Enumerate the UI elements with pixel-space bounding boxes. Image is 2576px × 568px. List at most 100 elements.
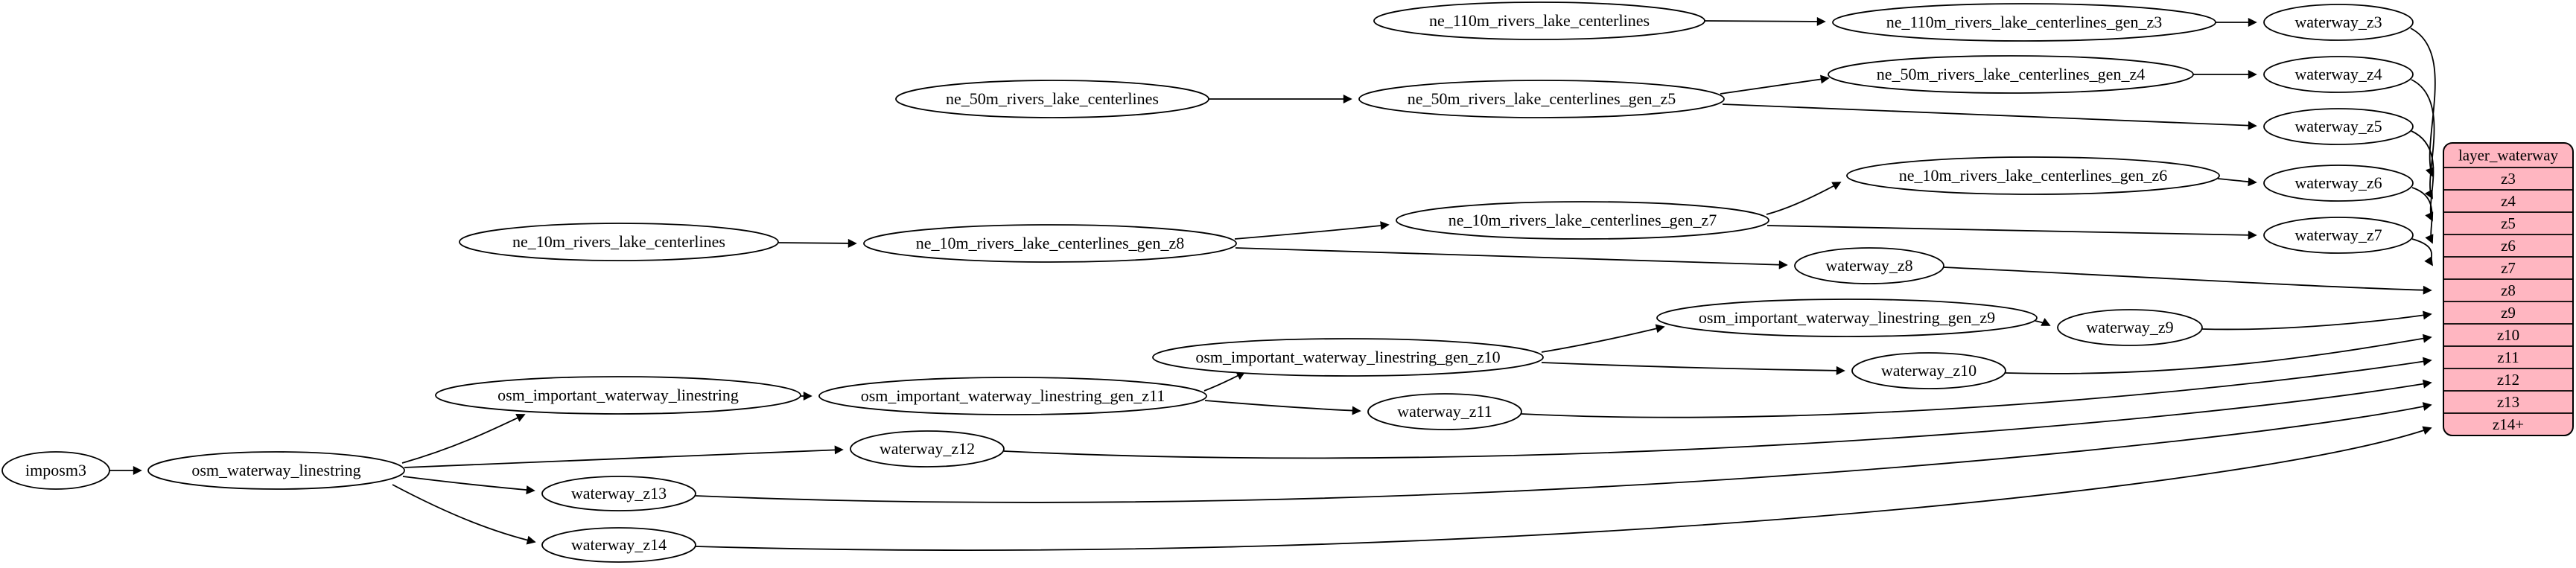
- edge-ne_10m_rivers_lake_centerlines_gen_z8--ne_10m_rivers_lake_centerlines_gen_z7: [1234, 221, 1390, 240]
- record-layer: layer_waterwayz3z4z5z6z7z8z9z10z11z12z13…: [2443, 142, 2574, 436]
- node-label: ne_10m_rivers_lake_centerlines: [512, 232, 725, 251]
- node-ne_50m_rivers_lake_centerlines_gen_z4: ne_50m_rivers_lake_centerlines_gen_z4: [1828, 55, 2194, 94]
- node-waterway_z9: waterway_z9: [2057, 309, 2203, 346]
- edge-ne_110m_rivers_lake_centerlines--ne_110m_rivers_lake_centerlines_gen_z3: [1704, 16, 1826, 26]
- record-row-z10: z10: [2497, 326, 2519, 344]
- record-row-z6: z6: [2501, 237, 2516, 255]
- edge-ne_10m_rivers_lake_centerlines_gen_z6--waterway_z6: [2217, 177, 2257, 187]
- edge-waterway_z14--layer_waterway:z14+: [695, 426, 2432, 551]
- record-row-z9: z9: [2501, 304, 2516, 322]
- node-ne_10m_rivers_lake_centerlines: ne_10m_rivers_lake_centerlines: [459, 223, 779, 261]
- node-label: ne_50m_rivers_lake_centerlines: [946, 89, 1159, 108]
- node-ellipse: [850, 430, 1005, 468]
- record-outline: [2443, 142, 2574, 436]
- node-label: osm_important_waterway_linestring_gen_z9: [1699, 308, 1995, 327]
- node-ellipse: [2263, 56, 2414, 93]
- node-waterway_z5: waterway_z5: [2263, 108, 2414, 145]
- edge-osm_important_waterway_linestring_gen_z9--waterway_z9: [2035, 318, 2051, 326]
- node-ellipse: [895, 80, 1209, 118]
- edge-waterway_z3--layer_waterway:z3: [2410, 28, 2436, 177]
- node-ellipse: [459, 223, 779, 261]
- node-ellipse: [1358, 80, 1725, 118]
- edge-ne_10m_rivers_lake_centerlines_gen_z8--waterway_z8: [1235, 247, 1788, 269]
- edge-ne_10m_rivers_lake_centerlines_gen_z7--waterway_z7: [1766, 225, 2257, 240]
- node-ne_10m_rivers_lake_centerlines_gen_z8: ne_10m_rivers_lake_centerlines_gen_z8: [863, 224, 1237, 263]
- node-ne_50m_rivers_lake_centerlines: ne_50m_rivers_lake_centerlines: [895, 80, 1209, 118]
- node-ellipse: [541, 527, 696, 563]
- node-waterway_z10: waterway_z10: [1851, 352, 2006, 389]
- edge-osm_waterway_linestring--waterway_z13: [402, 476, 535, 495]
- node-label: waterway_z5: [2294, 117, 2382, 135]
- edge-ne_50m_rivers_lake_centerlines_gen_z5--ne_50m_rivers_lake_centerlines_gen_z4: [1720, 74, 1830, 95]
- edge-waterway_z5--layer_waterway:z5: [2411, 130, 2435, 222]
- node-ellipse: [2263, 165, 2414, 202]
- node-label: waterway_z14: [571, 535, 667, 554]
- node-waterway_z8: waterway_z8: [1794, 247, 1944, 284]
- node-label: waterway_z6: [2294, 173, 2382, 192]
- node-label: osm_important_waterway_linestring: [497, 386, 739, 404]
- node-label: waterway_z13: [571, 484, 667, 502]
- edge-osm_important_waterway_linestring_gen_z11--osm_important_waterway_linestring_gen_z10: [1203, 371, 1246, 392]
- node-osm_important_waterway_linestring_gen_z10: osm_important_waterway_linestring_gen_z1…: [1152, 338, 1544, 377]
- node-label: waterway_z12: [880, 439, 975, 458]
- node-ellipse: [2263, 108, 2414, 145]
- node-ellipse: [863, 224, 1237, 263]
- node-ne_10m_rivers_lake_centerlines_gen_z6: ne_10m_rivers_lake_centerlines_gen_z6: [1846, 156, 2220, 195]
- edge-osm_waterway_linestring--waterway_z14: [392, 484, 536, 545]
- node-ellipse: [1, 451, 110, 490]
- edge-waterway_z8--layer_waterway:z8: [1943, 267, 2432, 295]
- node-ne_10m_rivers_lake_centerlines_gen_z7: ne_10m_rivers_lake_centerlines_gen_z7: [1396, 201, 1769, 240]
- edge-waterway_z10--layer_waterway:z10: [2005, 334, 2432, 374]
- node-ellipse: [1851, 352, 2006, 389]
- node-label: waterway_z9: [2086, 318, 2173, 336]
- node-label: ne_50m_rivers_lake_centerlines_gen_z5: [1408, 89, 1676, 108]
- edge-waterway_z7--layer_waterway:z7: [2411, 238, 2433, 267]
- node-ellipse: [1656, 299, 2038, 337]
- node-label: waterway_z8: [1825, 256, 1912, 275]
- node-label: osm_important_waterway_linestring_gen_z1…: [861, 386, 1165, 405]
- node-ellipse: [147, 451, 405, 490]
- edge-osm_important_waterway_linestring_gen_z11--waterway_z11: [1204, 400, 1361, 415]
- node-ellipse: [1846, 156, 2220, 195]
- node-label: waterway_z10: [1881, 361, 1976, 380]
- node-ne_110m_rivers_lake_centerlines_gen_z3: ne_110m_rivers_lake_centerlines_gen_z3: [1832, 3, 2216, 42]
- edge-waterway_z13--layer_waterway:z13: [695, 402, 2432, 503]
- node-ellipse: [1152, 338, 1544, 377]
- record-row-z12: z12: [2497, 371, 2519, 389]
- node-label: ne_110m_rivers_lake_centerlines: [1429, 11, 1650, 30]
- node-ellipse: [1396, 201, 1769, 240]
- node-waterway_z11: waterway_z11: [1367, 393, 1522, 430]
- edge-osm_important_waterway_linestring_gen_z10--waterway_z10: [1541, 362, 1845, 375]
- edge-osm_waterway_linestring--osm_important_waterway_linestring: [401, 413, 526, 464]
- node-osm_important_waterway_linestring_gen_z11: osm_important_waterway_linestring_gen_z1…: [818, 377, 1207, 415]
- edge-osm_important_waterway_linestring_gen_z10--osm_important_waterway_linestring_gen_z9: [1541, 324, 1665, 353]
- node-waterway_z13: waterway_z13: [541, 476, 696, 511]
- edge-ne_50m_rivers_lake_centerlines_gen_z5--waterway_z5: [1722, 103, 2257, 130]
- node-label: ne_10m_rivers_lake_centerlines_gen_z8: [916, 234, 1184, 252]
- node-ellipse: [1373, 1, 1705, 40]
- record-row-z11: z11: [2497, 348, 2519, 366]
- node-waterway_z14: waterway_z14: [541, 527, 696, 563]
- node-waterway_z6: waterway_z6: [2263, 165, 2414, 202]
- node-ellipse: [541, 476, 696, 511]
- node-imposm3: imposm3: [1, 451, 110, 490]
- record-node-layer_waterway: layer_waterwayz3z4z5z6z7z8z9z10z11z12z13…: [2443, 142, 2574, 436]
- node-ellipse: [1794, 247, 1944, 284]
- node-waterway_z3: waterway_z3: [2263, 4, 2414, 41]
- node-osm_important_waterway_linestring: osm_important_waterway_linestring: [435, 376, 801, 415]
- node-ellipse: [435, 376, 801, 415]
- record-row-z8: z8: [2501, 281, 2516, 299]
- node-osm_important_waterway_linestring_gen_z9: osm_important_waterway_linestring_gen_z9: [1656, 299, 2038, 337]
- node-ellipse: [1828, 55, 2194, 94]
- node-waterway_z4: waterway_z4: [2263, 56, 2414, 93]
- node-label: ne_10m_rivers_lake_centerlines_gen_z6: [1899, 166, 2167, 185]
- node-ellipse: [2057, 309, 2203, 346]
- record-row-z13: z13: [2497, 393, 2519, 411]
- node-ellipse: [2263, 217, 2414, 254]
- node-label: waterway_z4: [2294, 65, 2382, 83]
- node-label: imposm3: [25, 461, 86, 479]
- node-ellipse: [1367, 393, 1522, 430]
